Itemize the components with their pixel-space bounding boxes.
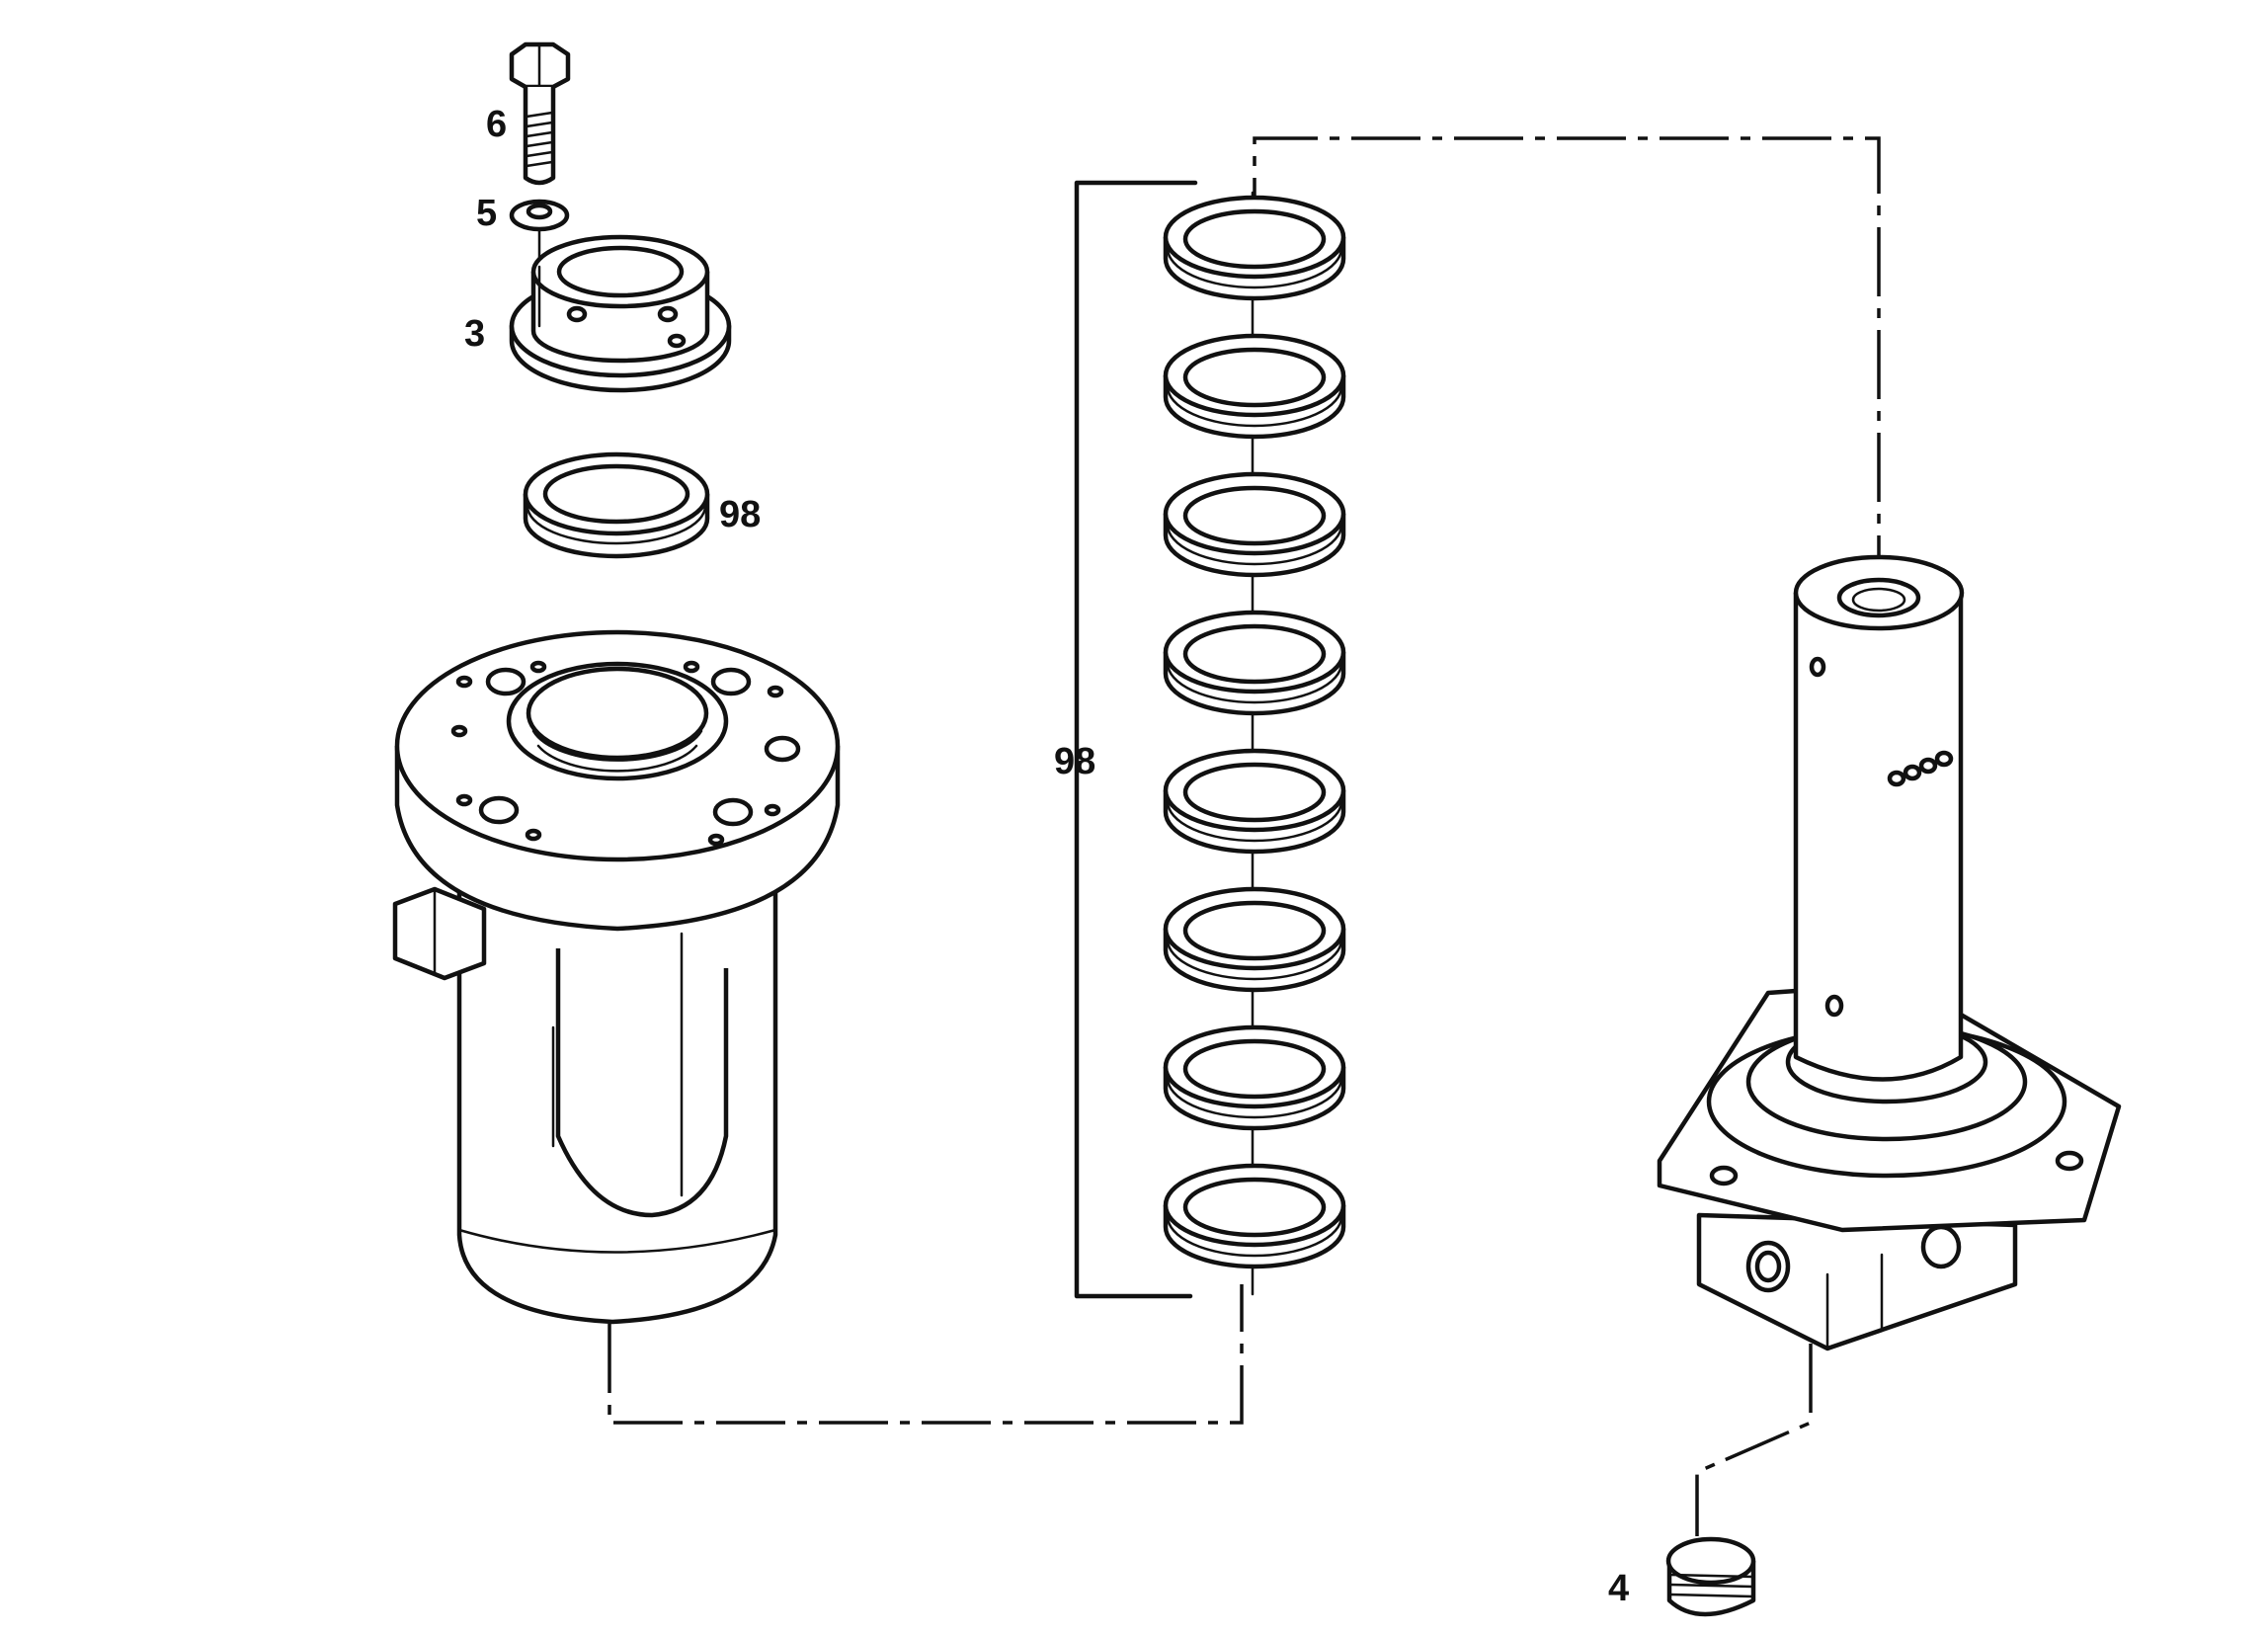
seal-stack-bracket	[1074, 180, 1198, 1299]
seal-ring	[1163, 1163, 1346, 1269]
single-seal-ring-part	[523, 451, 710, 559]
rotary-shaft	[1793, 593, 1964, 1082]
bolt-threads	[525, 111, 554, 168]
callout-seal-ring-stack: 98	[1054, 741, 1095, 782]
housing-window	[555, 948, 729, 1218]
rotary-base-block	[1696, 1212, 2018, 1351]
callout-washer: 5	[476, 193, 497, 234]
seal-ring	[1163, 195, 1346, 301]
housing-side-boss	[392, 886, 487, 981]
callout-single-seal-ring: 98	[719, 494, 761, 535]
housing-flange-holes	[450, 660, 801, 847]
callout-bolt: 6	[486, 104, 507, 145]
shaft-port-holes	[1887, 750, 1954, 787]
seal-ring	[1163, 886, 1346, 993]
seal-ring	[1163, 748, 1346, 855]
seal-ring	[1163, 471, 1346, 578]
seal-ring-stack	[1163, 195, 1346, 1269]
seal-ring	[1163, 333, 1346, 440]
leader-housing-to-rings	[608, 1284, 1244, 1425]
callout-flange-cap: 3	[464, 313, 485, 355]
housing-part	[392, 629, 841, 1325]
seal-ring	[1163, 610, 1346, 716]
callout-plug: 4	[1608, 1568, 1629, 1609]
leader-base-to-plug	[1695, 1344, 1813, 1536]
seal-ring	[1163, 1024, 1346, 1131]
leader-ring-to-shaft	[1253, 136, 1881, 593]
flange-cap-part	[509, 234, 732, 393]
washer-part	[509, 199, 570, 232]
rotary-joint-part	[1657, 554, 2122, 1351]
bolt-part	[509, 41, 571, 186]
callout-labels: 6 5 3 98 98 4	[464, 104, 1629, 1609]
plug-part	[1665, 1536, 1756, 1617]
